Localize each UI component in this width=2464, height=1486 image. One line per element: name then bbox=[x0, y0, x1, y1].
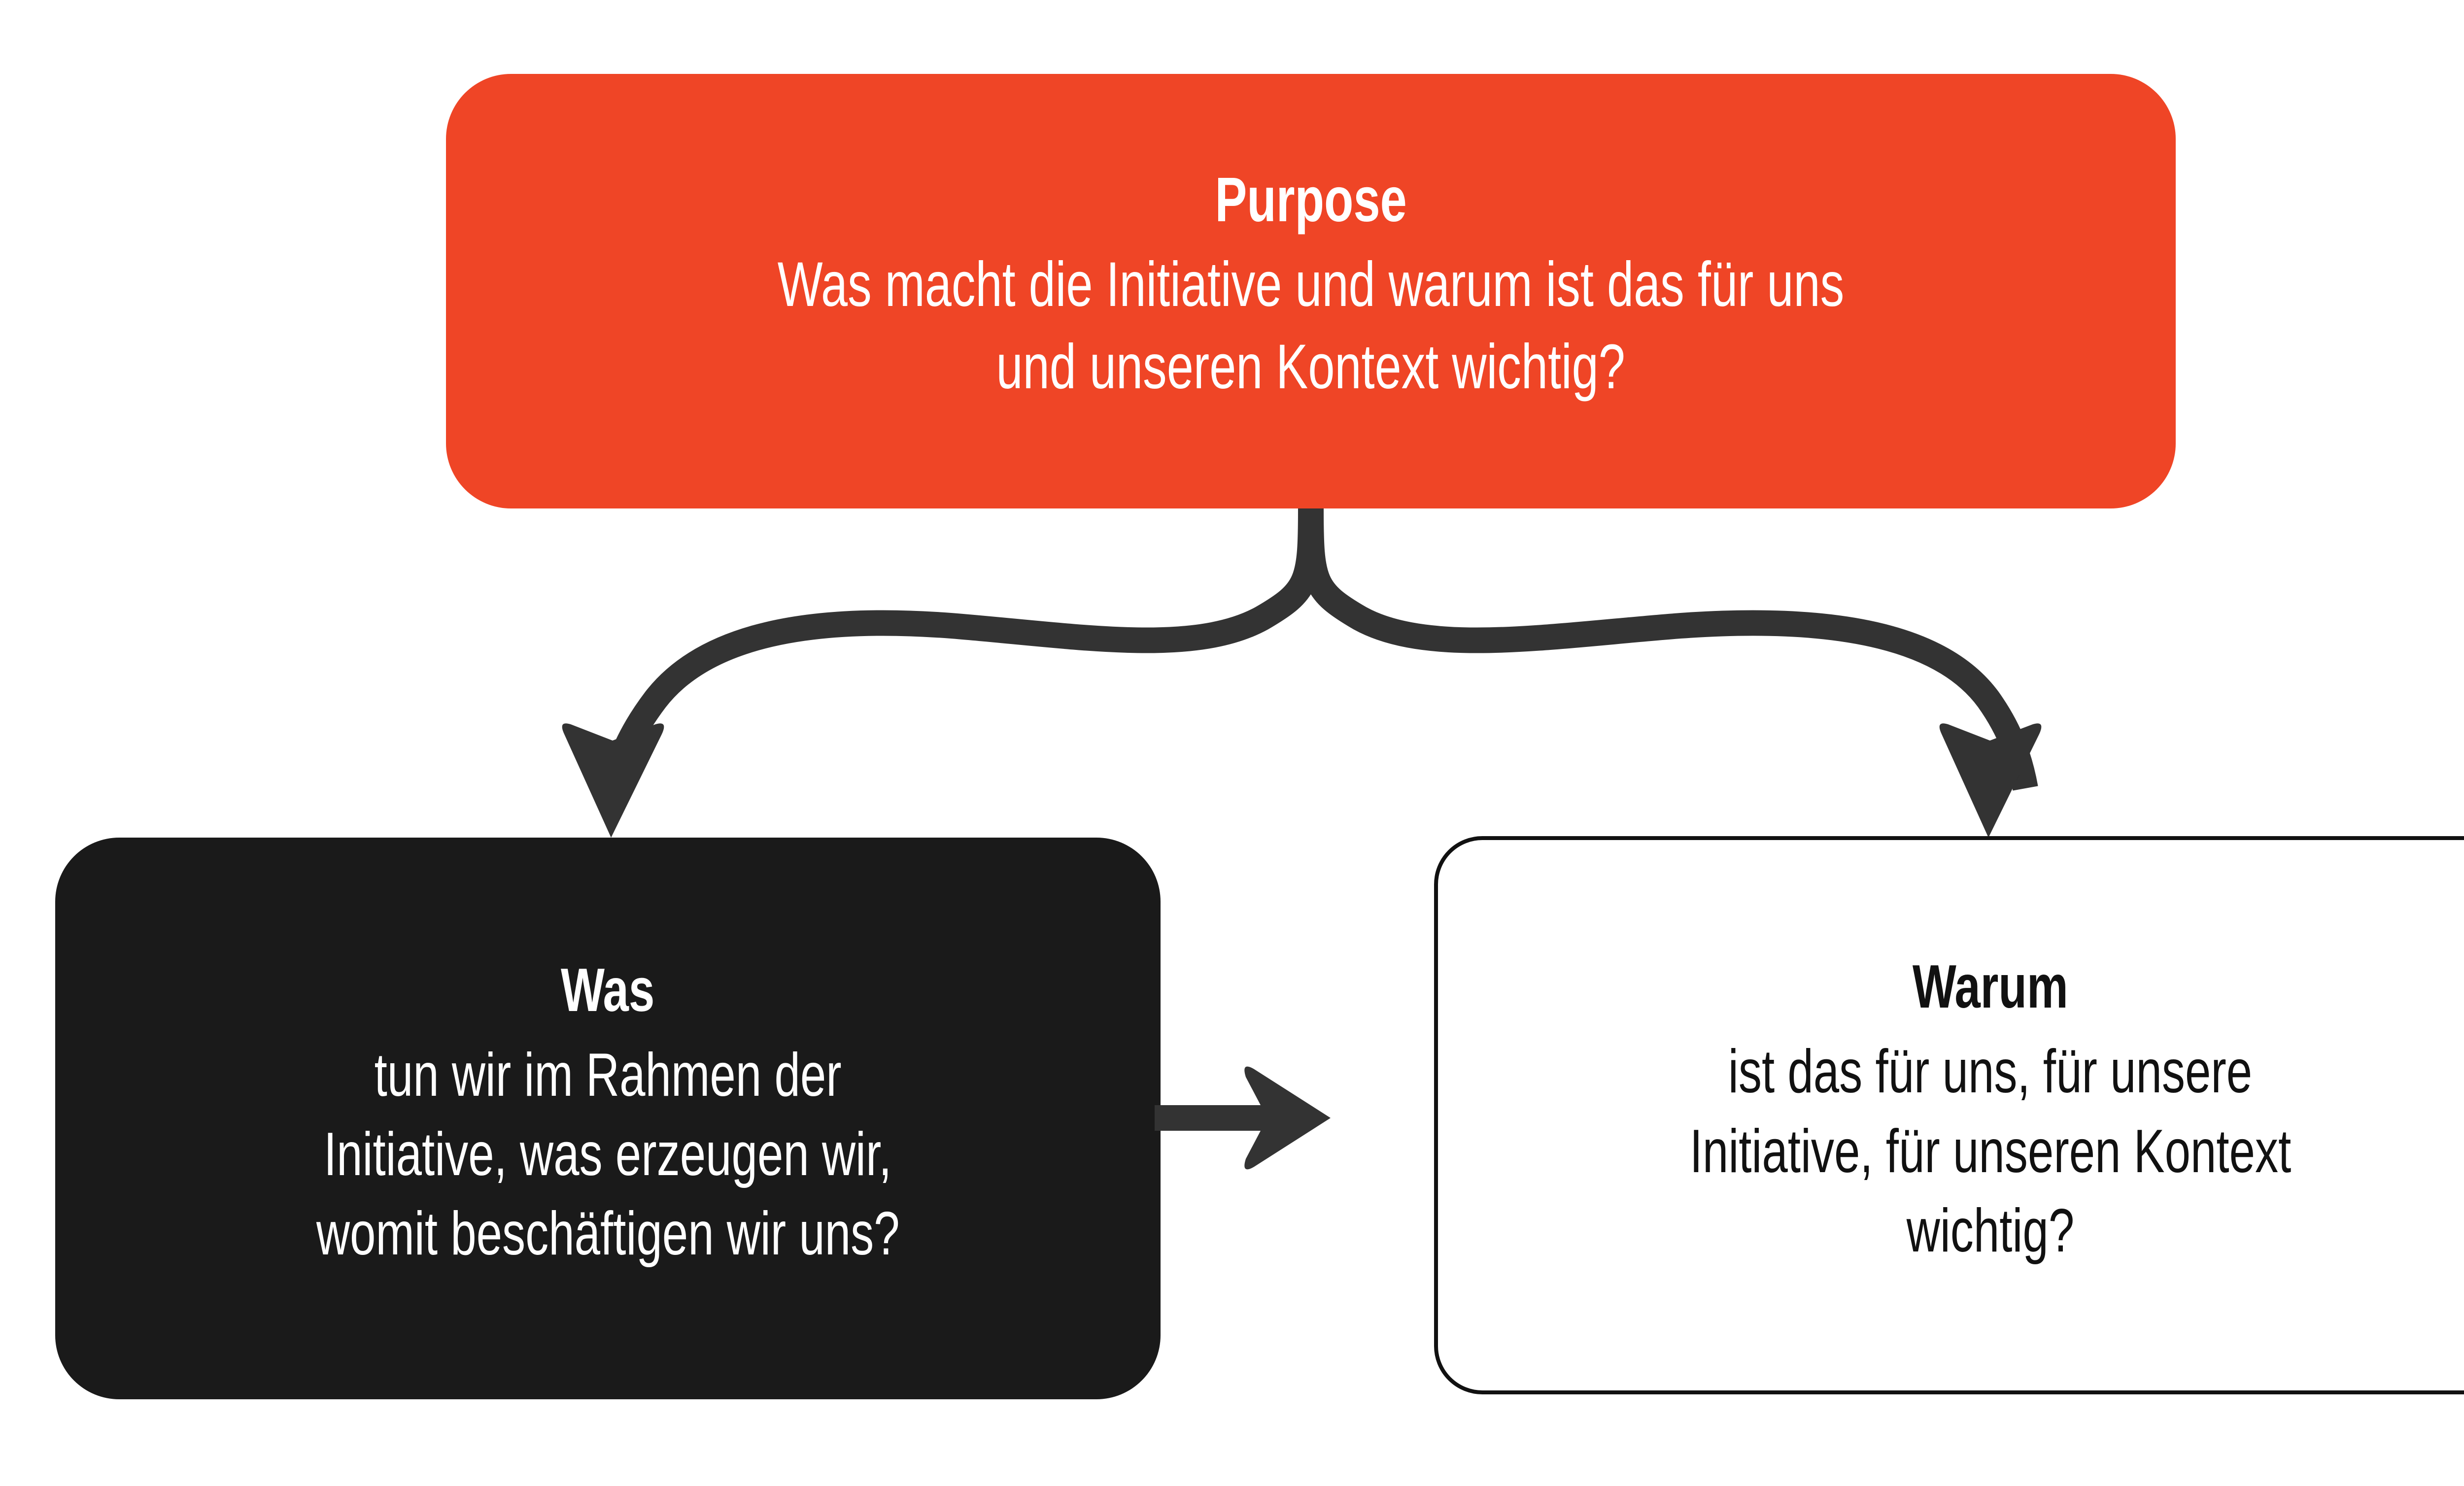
was-body-line-3: womit beschäftigen wir uns? bbox=[316, 1200, 900, 1268]
was-body-line-2: Initiative, was erzeugen wir, bbox=[324, 1120, 892, 1189]
purpose-body-line-2: und unseren Kontext wichtig? bbox=[996, 331, 1626, 402]
warum-node[interactable]: Warum ist das für uns, für unsere Initia… bbox=[1434, 836, 2464, 1394]
warum-body-line-2: Initiative, für unseren Kontext bbox=[1689, 1117, 2292, 1185]
was-node-body: tun wir im Rahmen der Initiative, was er… bbox=[224, 1036, 992, 1274]
warum-body-line-3: wichtig? bbox=[1906, 1196, 2075, 1265]
was-node[interactable]: Was tun wir im Rahmen der Initiative, wa… bbox=[55, 838, 1161, 1399]
warum-body-line-1: ist das für uns, für unsere bbox=[1728, 1038, 2253, 1106]
split-arrow-left-path bbox=[600, 507, 1324, 791]
lateral-arrow-head bbox=[1244, 1066, 1331, 1170]
lateral-arrow-shaft bbox=[1155, 1105, 1298, 1131]
purpose-body-line-1: Was macht die Initiative und warum ist d… bbox=[777, 249, 1845, 320]
purpose-node-title: Purpose bbox=[1215, 164, 1407, 235]
warum-node-title: Warum bbox=[1913, 953, 2068, 1021]
split-arrow-right-head bbox=[1939, 723, 2042, 838]
warum-node-body: ist das für uns, für unsere Initiative, … bbox=[1595, 1032, 2386, 1271]
purpose-node[interactable]: Purpose Was macht die Initiative und war… bbox=[446, 74, 2176, 508]
was-body-line-1: tun wir im Rahmen der bbox=[374, 1041, 842, 1109]
was-node-title: Was bbox=[561, 956, 655, 1024]
split-arrow-right-path bbox=[1298, 507, 2038, 791]
split-arrow-left-head bbox=[562, 723, 664, 838]
purpose-node-body: Was macht die Initiative und warum ist d… bbox=[609, 244, 2013, 408]
